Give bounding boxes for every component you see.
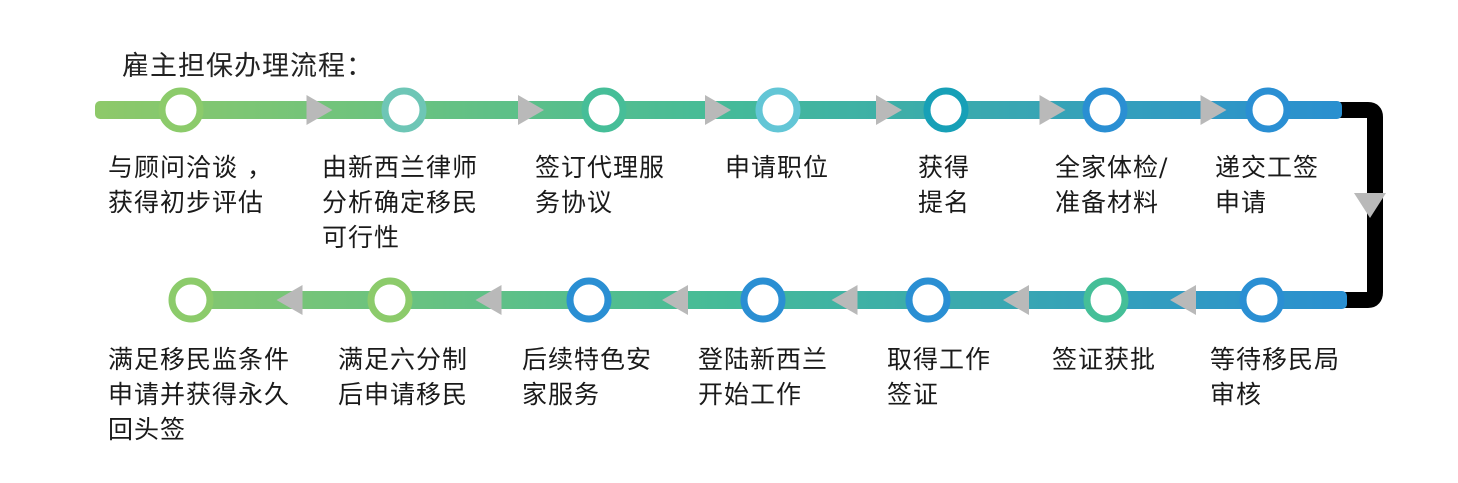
step-node-bottom-1 [168, 277, 214, 323]
step-label: 后续特色安 家服务 [522, 345, 653, 409]
step-label: 与顾问洽谈 ， 获得初步评估 [108, 153, 273, 217]
step-node-bottom-2 [367, 277, 413, 323]
down-arrow-icon [1354, 193, 1386, 218]
step-node-top-6 [1082, 87, 1128, 133]
step-node-top-1 [158, 87, 204, 133]
right-arrow-icon [306, 95, 333, 125]
left-arrow-icon [831, 285, 858, 315]
step-label: 满足移民监条件 申请并获得永久 回头签 [108, 345, 291, 444]
step-node-top-3 [581, 87, 627, 133]
step-node-bottom-7 [1239, 277, 1285, 323]
step-node-top-7 [1245, 87, 1291, 133]
step-node-top-5 [923, 87, 969, 133]
left-arrow-icon [475, 285, 502, 315]
step-label: 登陆新西兰 开始工作 [698, 345, 829, 409]
step-label: 获得 提名 [918, 153, 971, 217]
step-node-top-4 [755, 87, 801, 133]
left-arrow-icon [276, 285, 303, 315]
step-label: 全家体检/ 准备材料 [1055, 153, 1169, 217]
right-arrow-icon [1039, 95, 1066, 125]
step-label: 递交工签 申请 [1215, 153, 1320, 217]
step-label: 签证获批 [1052, 345, 1157, 374]
right-arrow-icon [1200, 95, 1227, 125]
left-arrow-icon [1170, 285, 1196, 315]
step-label: 取得工作 签证 [887, 345, 992, 409]
left-arrow-icon [1003, 285, 1029, 315]
step-node-top-2 [381, 87, 427, 133]
process-title: 雇主担保办理流程： [122, 51, 374, 82]
step-label: 等待移民局 审核 [1210, 345, 1341, 409]
right-arrow-icon [518, 95, 544, 125]
step-label: 签订代理服 务协议 [535, 153, 666, 217]
step-label: 满足六分制 后申请移民 [338, 345, 469, 409]
step-node-bottom-3 [566, 277, 612, 323]
right-arrow-icon [876, 95, 902, 125]
step-label: 申请职位 [725, 153, 830, 182]
step-label: 由新西兰律师 分析确定移民 可行性 [322, 153, 479, 252]
left-arrow-icon [662, 285, 688, 315]
step-node-bottom-6 [1083, 277, 1129, 323]
step-node-bottom-4 [740, 277, 786, 323]
right-arrow-icon [705, 95, 731, 125]
step-node-bottom-5 [905, 277, 951, 323]
